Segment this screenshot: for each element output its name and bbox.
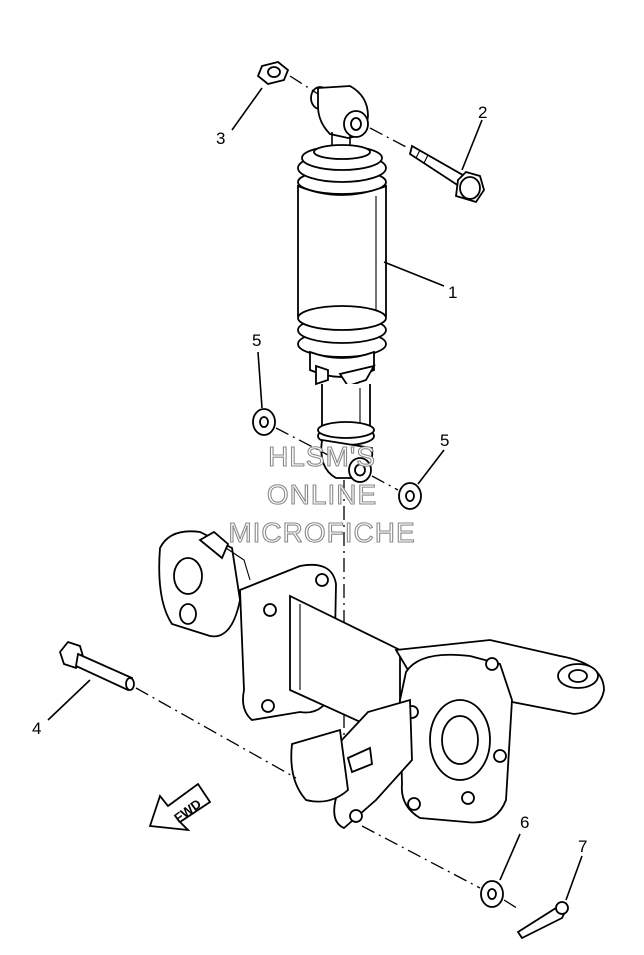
shock-lower-eye <box>320 438 374 483</box>
washer-6 <box>361 825 504 908</box>
pivot-bolt <box>58 640 297 779</box>
shock-top-eye <box>310 85 369 148</box>
watermark-line-3: MICROFICHE <box>228 517 415 548</box>
callout-7: 7 <box>578 837 587 856</box>
shock-lower-rod <box>317 384 375 446</box>
shock-lower-rings <box>297 305 387 388</box>
leader-lines <box>47 87 583 901</box>
callout-6: 6 <box>520 813 529 832</box>
knuckle-assembly <box>158 530 605 830</box>
watermark-line-1: HLSM'S <box>268 441 376 472</box>
upper-bolt <box>369 127 485 204</box>
washer-upper-5 <box>252 408 331 457</box>
watermark: HLSM'S ONLINE MICROFICHE <box>228 440 415 548</box>
washer-lower-5 <box>371 475 422 510</box>
callout-1: 1 <box>448 283 457 302</box>
callout-5-upper: 5 <box>252 331 261 350</box>
callout-3: 3 <box>216 129 225 148</box>
cotter-pin-7 <box>503 899 569 940</box>
upper-nut <box>256 61 319 95</box>
callout-5-lower: 5 <box>440 431 449 450</box>
shock-absorber <box>297 85 387 483</box>
watermark-line-2: ONLINE <box>267 479 377 510</box>
shock-upper-cap <box>297 144 387 195</box>
fwd-arrow: FWD <box>148 782 212 832</box>
callout-4: 4 <box>32 719 41 738</box>
shock-body <box>297 184 387 326</box>
callout-2: 2 <box>478 103 487 122</box>
